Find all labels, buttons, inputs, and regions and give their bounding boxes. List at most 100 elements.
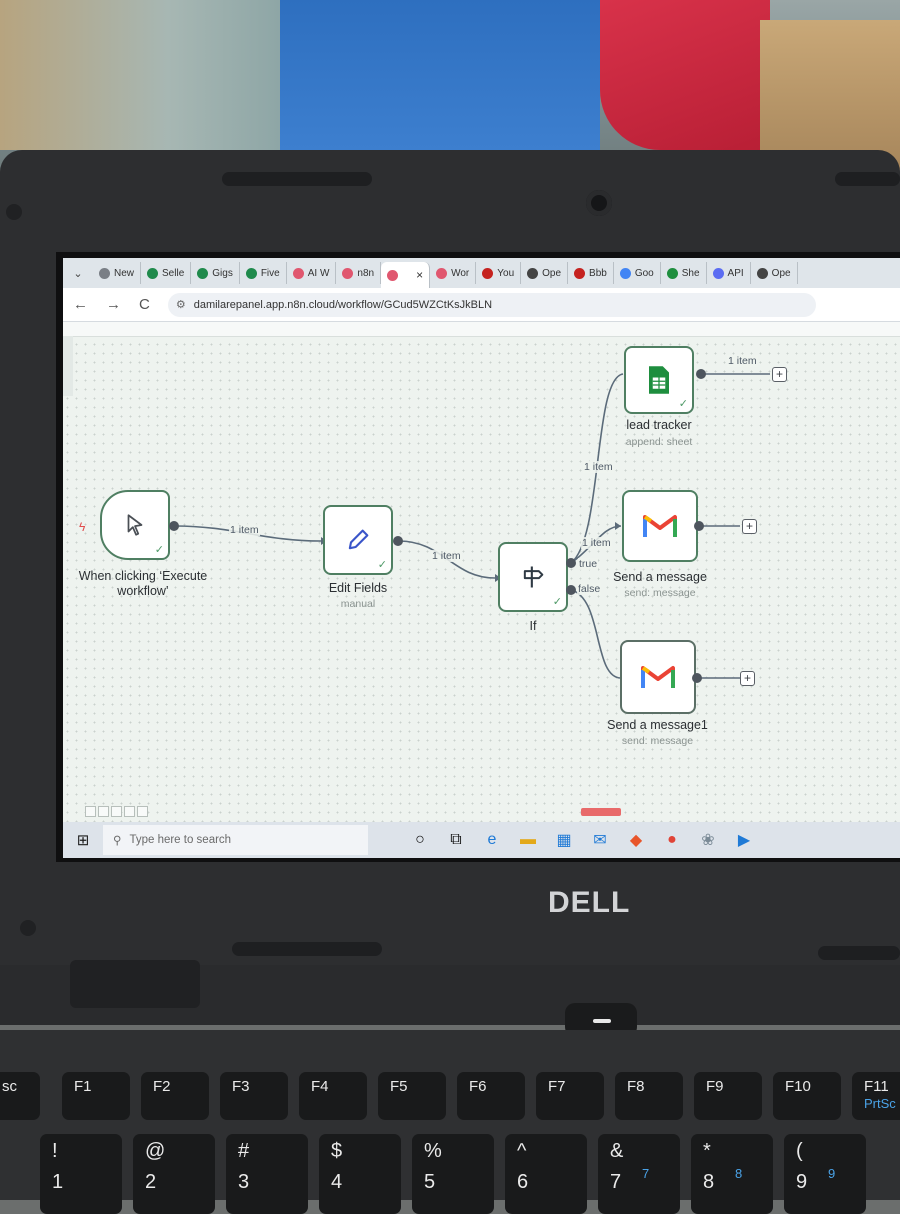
node-label-gmail1: Send a message1 [607,718,708,732]
tidy-up-button[interactable] [137,806,148,817]
lid-bumper [835,172,900,186]
browser-tab[interactable]: × [381,262,431,288]
browser-tab[interactable]: Goo [614,262,661,284]
browser-tab[interactable]: Ope [521,262,569,284]
reload-icon[interactable]: C [139,296,150,313]
key-number[interactable]: @2 [133,1134,215,1214]
forward-arrow-icon[interactable]: → [106,296,121,313]
node-if[interactable]: ✓ [498,542,568,612]
edge-label-trigger-edit: 1 item [229,524,260,536]
url-field[interactable]: ⚙ damilarepanel.app.n8n.cloud/workflow/G… [167,292,816,317]
key-label: * [703,1140,711,1162]
browser-tab[interactable]: New [93,262,142,284]
browser-tab[interactable]: Bbb [568,262,614,284]
key-label: F11 [864,1078,889,1095]
output-port[interactable] [692,673,702,683]
tab-favicon-icon [436,267,448,279]
key-label-lower: 3 [238,1171,250,1193]
edge-browser-icon[interactable]: e [487,831,497,848]
key-label: F1 [74,1078,92,1095]
tab-label: Bbb [589,267,607,279]
browser-tab[interactable]: API [707,262,751,284]
zoom-reset-button[interactable] [124,806,135,817]
photos-app-icon[interactable]: ❀ [701,832,715,849]
output-port[interactable] [696,369,706,379]
node-manual-trigger[interactable]: ✓ [100,490,170,560]
key-f7[interactable]: F7 [536,1072,604,1120]
media-player-icon[interactable]: ▶ [737,832,751,849]
key-f8[interactable]: F8 [615,1072,683,1120]
browser-tab[interactable]: Gigs [191,262,240,284]
tab-favicon-icon [387,269,399,281]
browser-tab[interactable]: She [661,262,707,284]
file-explorer-icon[interactable]: ▬ [520,831,536,848]
key-f1[interactable]: F1 [62,1072,130,1120]
task-view-icon[interactable]: ⧉ [450,831,462,848]
arrow-head [615,522,621,530]
brave-browser-icon[interactable]: ◆ [629,832,643,849]
browser-tab[interactable]: You [476,262,522,284]
mail-icon[interactable]: ✉ [593,832,607,849]
key-f9[interactable]: F9 [694,1072,762,1120]
browser-tab[interactable]: n8n [336,262,382,284]
node-sub-sheet: append: sheet [625,436,693,448]
add-node-button[interactable]: + [772,367,787,382]
output-port[interactable] [393,536,403,546]
browser-tab[interactable]: Wor [430,262,477,284]
key-numpad-label: 8 [735,1166,743,1181]
tab-close-icon[interactable]: × [416,268,424,282]
back-arrow-icon[interactable]: ← [73,296,88,313]
zoom-in-button[interactable] [98,806,109,817]
node-label-sheet: lead tracker [626,418,692,432]
output-port-false[interactable] [566,585,576,595]
key-number[interactable]: ^6 [505,1134,587,1214]
browser-tab[interactable]: Ope [751,262,798,284]
windows-start-icon[interactable]: ⊞ [76,832,90,849]
site-settings-icon[interactable]: ⚙ [175,299,186,311]
key-number[interactable]: #3 [226,1134,308,1214]
add-node-button[interactable]: + [742,519,757,534]
cortana-icon[interactable]: ○ [415,831,425,848]
output-port[interactable] [694,521,704,531]
zoom-out-button[interactable] [111,806,122,817]
browser-tab[interactable]: AI W [287,262,337,284]
store-icon[interactable]: ▦ [556,832,572,849]
node-edit-fields[interactable]: ✓ [323,505,393,575]
key-f2[interactable]: F2 [141,1072,209,1120]
key-number[interactable]: !1 [40,1134,122,1214]
execute-workflow-button[interactable] [581,808,621,816]
key-f10[interactable]: F10 [773,1072,841,1120]
key-label-lower: 1 [52,1171,64,1193]
browser-tab[interactable]: Selle [141,262,192,284]
key-number[interactable]: %5 [412,1134,494,1214]
address-bar: ← → C ⚙ damilarepanel.app.n8n.cloud/work… [63,288,900,322]
key-f3[interactable]: F3 [220,1072,288,1120]
node-google-sheets[interactable]: ✓ [624,346,694,414]
key-f4[interactable]: F4 [299,1072,367,1120]
background-red-object [600,0,770,150]
key-numpad-label: 9 [828,1166,836,1181]
key-sc[interactable]: sc [0,1072,40,1120]
tab-list-chevron-icon[interactable]: ⌄ [73,267,83,280]
chrome-icon[interactable]: ● [667,831,677,848]
output-port[interactable] [169,521,179,531]
key-label: & [610,1140,624,1162]
node-gmail-send[interactable] [622,490,698,562]
browser-tab[interactable]: Five [240,262,287,284]
zoom-fit-button[interactable] [85,806,96,817]
tab-label: Ope [542,267,562,279]
key-f6[interactable]: F6 [457,1072,525,1120]
workflow-canvas[interactable] [63,322,900,822]
key-number[interactable]: $4 [319,1134,401,1214]
taskbar-search[interactable]: ⚲ Type here to search [103,825,368,855]
key-f5[interactable]: F5 [378,1072,446,1120]
edge-label-sheet-out: 1 item [727,355,758,367]
output-port-true[interactable] [566,558,576,568]
node-gmail-send-1[interactable] [620,640,696,714]
add-node-button[interactable]: + [740,671,755,686]
